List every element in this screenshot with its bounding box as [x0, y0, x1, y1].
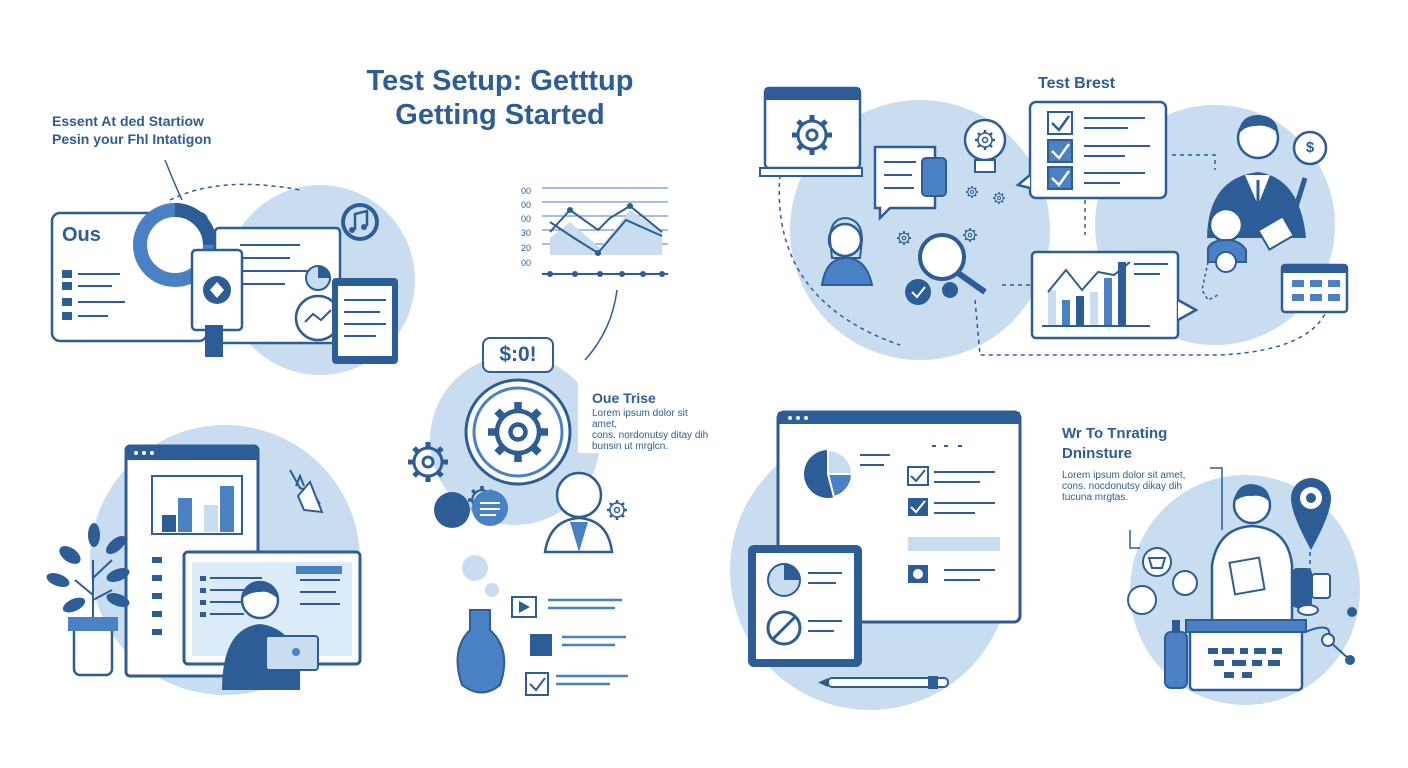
- center-body-line: bunsin ut mrglcn.: [592, 441, 669, 452]
- center-body: Lorem ipsum dolor sit amet, cons. nordon…: [592, 408, 712, 452]
- chart-axis-ticks: 00 00 00 30 20 00: [521, 184, 539, 270]
- bottom-right-cluster: [1127, 467, 1360, 705]
- laptop-icon: [265, 635, 319, 671]
- card-label: Ous: [62, 224, 101, 246]
- checkbox-icon: [1047, 111, 1073, 190]
- axis-tick: 20: [521, 243, 532, 253]
- top-right-cluster: [759, 86, 1349, 360]
- axis-tick: 00: [521, 214, 532, 224]
- bottom-right-heading-line-1: Wr To Tnrating: [1062, 425, 1168, 442]
- analytics-window-cluster: [730, 410, 1022, 710]
- top-left-heading: Essent At ded Startiow Pesin your Fhl In…: [52, 112, 211, 148]
- axis-tick: 00: [521, 200, 532, 210]
- axis-tick: 00: [521, 186, 532, 196]
- axis-tick: 30: [521, 228, 532, 238]
- flask-checklist: [456, 555, 628, 696]
- speech-bubble-icon: [873, 145, 947, 222]
- title-line-2: Getting Started: [395, 99, 605, 131]
- title-line-1: Test Setup: Getttup: [366, 65, 634, 97]
- plant-icon: [46, 523, 130, 677]
- bottom-right-body-line: cons. nocdonutsy dikay dih: [1062, 481, 1183, 492]
- top-right-label: Test Brest: [1038, 75, 1116, 92]
- price-bubble: $:0!: [482, 337, 554, 373]
- top-left-heading-line-1: Essent At ded Startiow: [52, 113, 204, 129]
- bottom-right-heading-line-2: Dninsture: [1062, 445, 1133, 462]
- bottom-left-cluster: [46, 425, 362, 695]
- pen-icon: [818, 676, 949, 689]
- flask-icon: [456, 609, 506, 694]
- center-heading: Oue Trise: [592, 390, 656, 406]
- bottom-right-heading: Wr To Tnrating Dninsture: [1062, 424, 1167, 464]
- dollar-icon: [1292, 130, 1328, 166]
- center-body-line: cons. nordonutsy ditay dih: [592, 430, 709, 441]
- page-title: Test Setup: Getttup Getting Started: [0, 64, 1000, 132]
- bottom-right-body-line: tucuna mrgtas.: [1062, 492, 1129, 503]
- dollar-badge: $: [1305, 139, 1315, 156]
- gear-cluster: [408, 355, 713, 554]
- magnifier-icon: [918, 233, 966, 281]
- bottom-right-body-line: Lorem ipsum dolor sit amet,: [1062, 470, 1186, 481]
- axis-tick: 00: [521, 258, 532, 268]
- center-body-line: Lorem ipsum dolor sit amet,: [592, 408, 688, 430]
- top-left-heading-line-2: Pesin your Fhl Intatigon: [52, 131, 212, 147]
- top-left-cluster: [50, 159, 415, 375]
- bottom-right-body: Lorem ipsum dolor sit amet, cons. nocdon…: [1062, 470, 1192, 503]
- line-chart: [542, 187, 668, 361]
